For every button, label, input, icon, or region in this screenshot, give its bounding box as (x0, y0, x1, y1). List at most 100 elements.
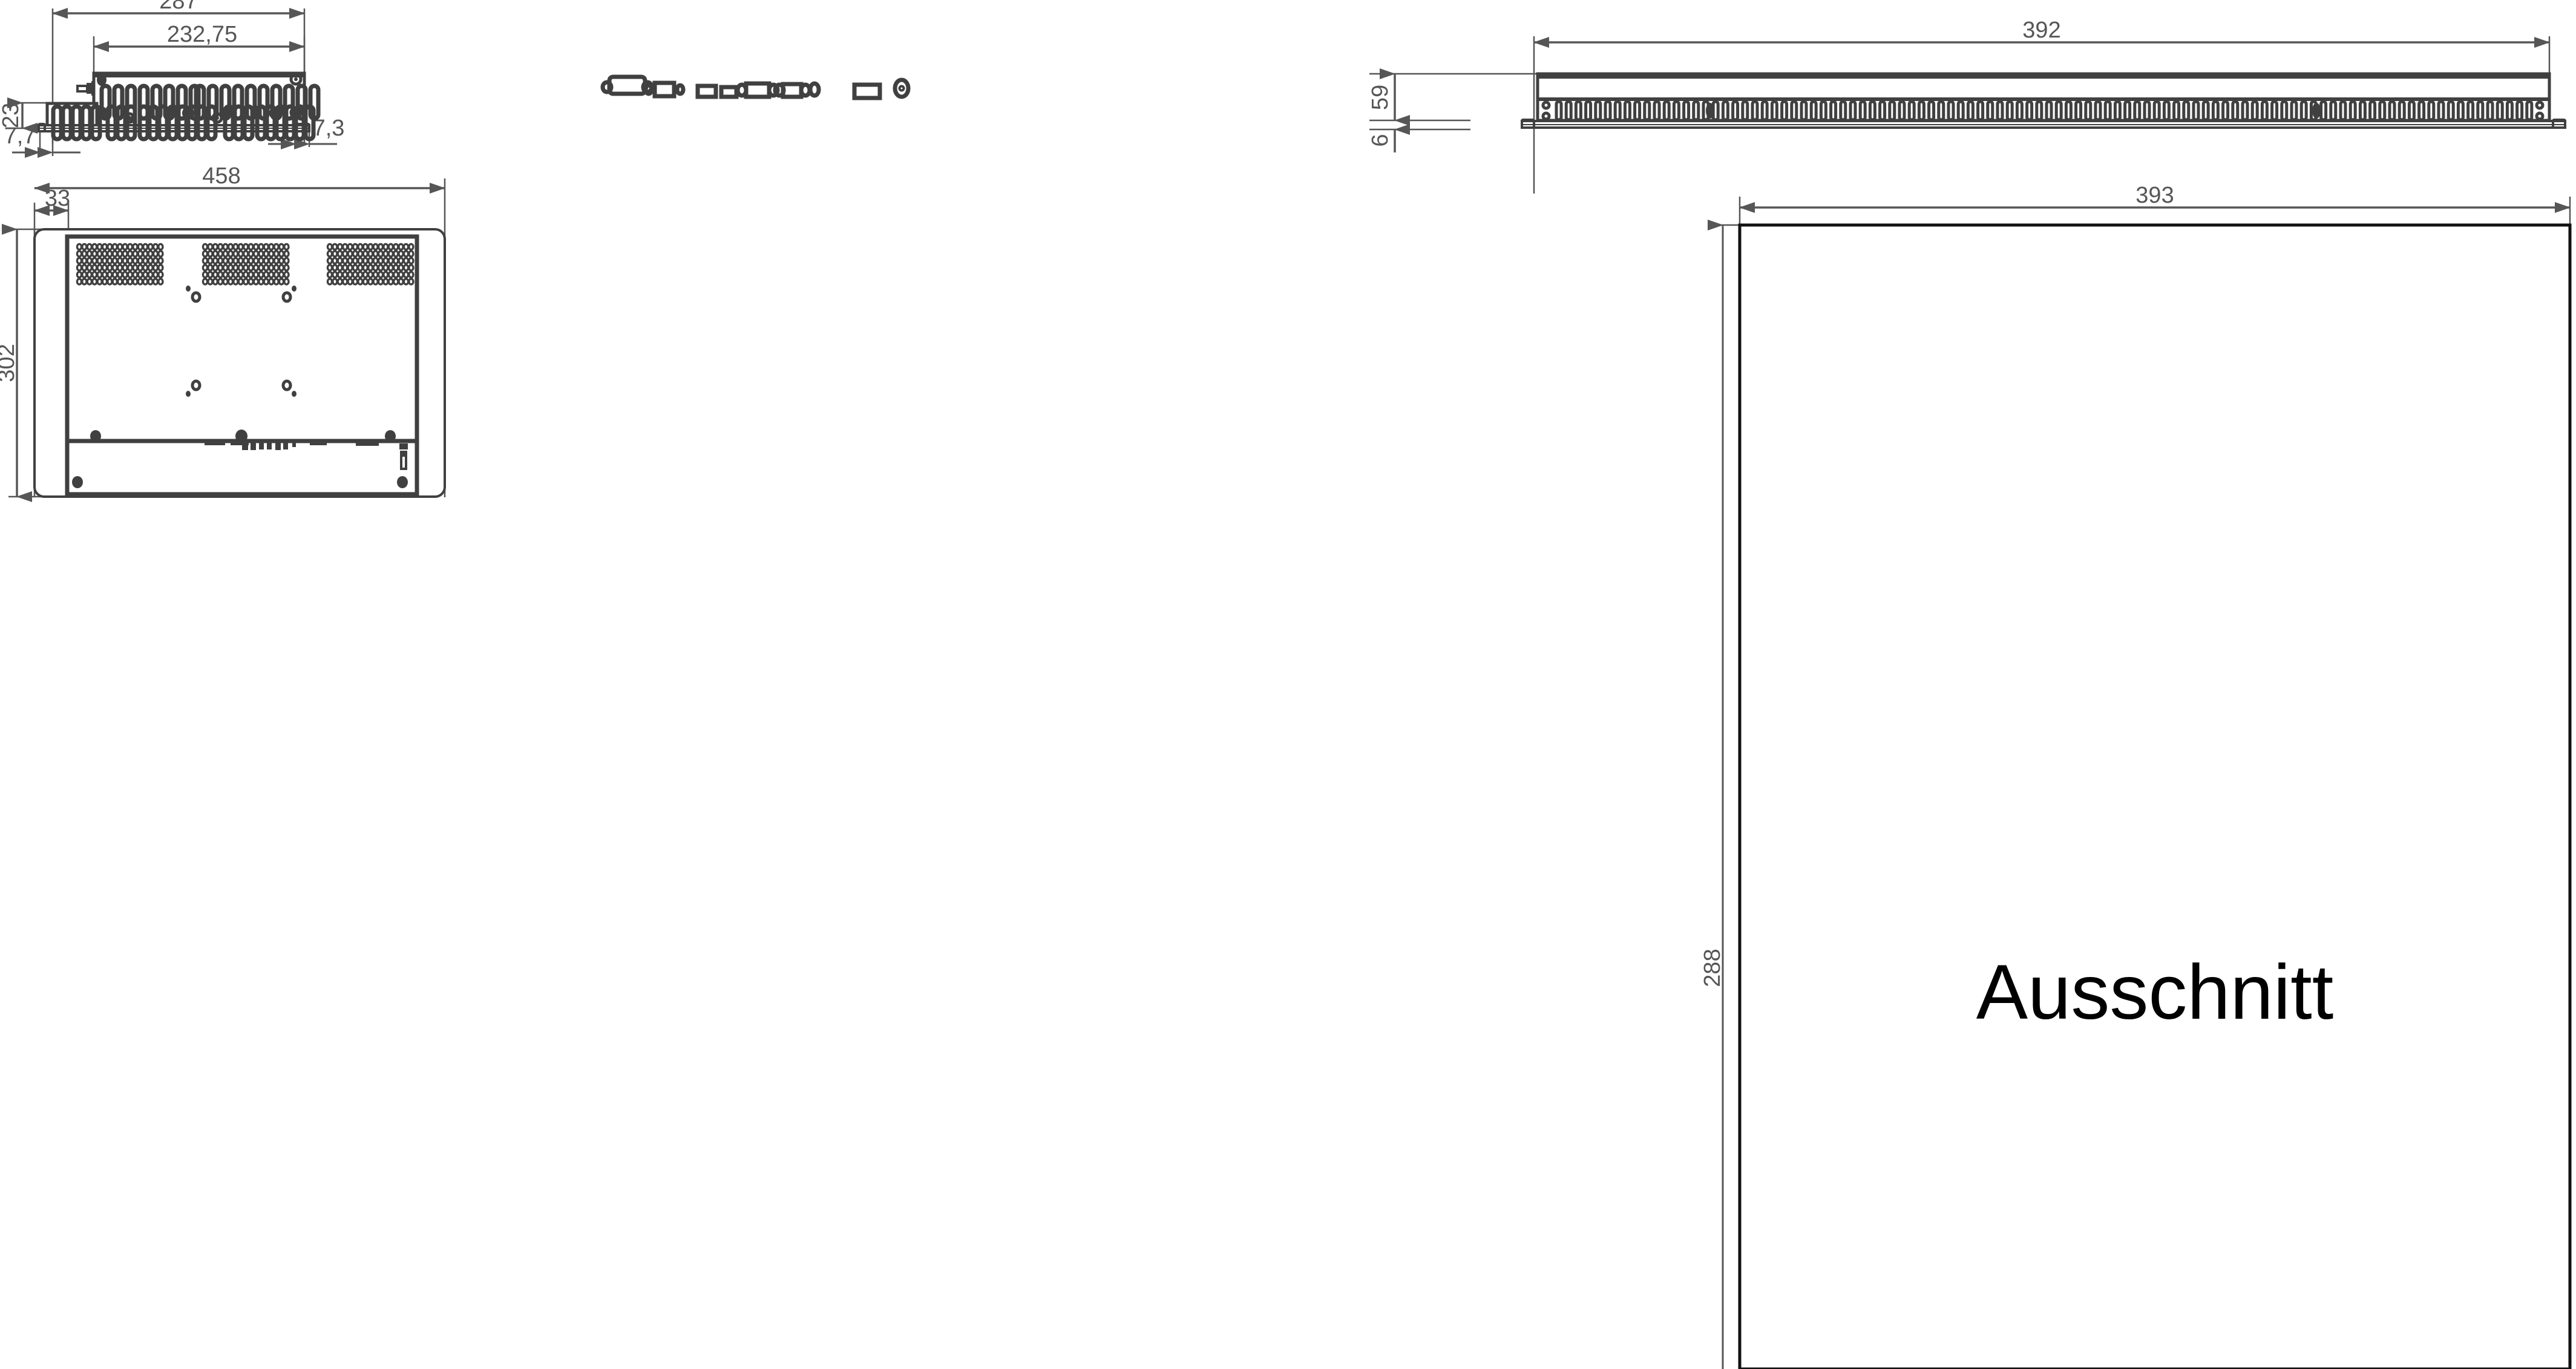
vent-slot (1731, 100, 1740, 122)
vent-slot (1721, 100, 1729, 122)
lan-port (852, 82, 882, 100)
dimension-23-label: 23 (0, 103, 24, 128)
vent-slot (2290, 100, 2298, 122)
vent-slot (1751, 100, 1759, 122)
vent-slot (1809, 100, 1818, 122)
dimension-6-label: 6 (1368, 134, 1393, 146)
vent-slot (2123, 100, 2132, 122)
vent-slot (1800, 100, 1808, 122)
vent-slot (1917, 100, 1925, 122)
vent-slot (1623, 100, 1631, 122)
vent-slot (2319, 100, 2328, 122)
vent-slot (1692, 100, 1700, 122)
dimension-302: 302 (0, 224, 32, 502)
vent-strip-stud (2312, 103, 2321, 119)
vent-slot (2025, 100, 2034, 122)
vent-slot (2427, 100, 2436, 122)
vent-slot (2133, 100, 2142, 122)
dimension-393: 393 (1739, 183, 2571, 213)
vent-slot (2152, 100, 2161, 122)
connector-view: 392 59 6 (600, 18, 2566, 194)
vent-slot (1898, 100, 1906, 122)
vent-slot (1868, 100, 1876, 122)
antenna-hole (893, 77, 911, 99)
vent-slot (1888, 100, 1896, 122)
vent-slot (2192, 100, 2200, 122)
vent-slot (2397, 100, 2406, 122)
dimension-7-3: 7,3 (268, 116, 345, 149)
vent-slot (2162, 100, 2171, 122)
audio-jack (808, 81, 821, 98)
side-view-power-connector (76, 81, 95, 96)
connector-view-screws (1541, 100, 2545, 121)
vent-slot (1947, 100, 1955, 122)
vent-slot (2103, 100, 2112, 122)
rear-view-studs (72, 430, 408, 488)
vent-slot (2525, 100, 2534, 122)
dimension-287: 287 (52, 0, 305, 19)
dvi-connector-1 (735, 81, 780, 99)
vent-slot (2368, 100, 2377, 122)
vent-slot (2339, 100, 2347, 122)
connector-view-housing (1521, 72, 2566, 129)
dimension-6: 6 (1368, 124, 1410, 152)
dimension-7-3-label: 7,3 (313, 116, 345, 141)
dimension-7-7: 7,7 (4, 123, 80, 158)
vent-slot (2515, 100, 2524, 122)
vent-panel-1 (76, 243, 164, 286)
dimension-393-label: 393 (2135, 183, 2174, 208)
vent-slot (1643, 100, 1651, 122)
vent-slot (2045, 100, 2053, 122)
vent-slot (2486, 100, 2494, 122)
vent-slot (1604, 100, 1612, 122)
vent-slot (2005, 100, 2014, 122)
rear-view-power-connector (399, 443, 408, 470)
vent-slot (2221, 100, 2230, 122)
vent-slot (2496, 100, 2504, 122)
side-view: 287 232,75 23 7,7 7,3 (0, 0, 345, 158)
vent-slot (2358, 100, 2367, 122)
vent-slot (2250, 100, 2259, 122)
vent-slot (2172, 100, 2181, 122)
vent-slot (1996, 100, 2004, 122)
side-view-fasteners (96, 73, 303, 124)
vent-slot (1653, 100, 1661, 122)
vent-slot (1966, 100, 1975, 122)
vent-slot (2329, 100, 2338, 122)
vent-slot (1760, 100, 1769, 122)
vent-slot (1986, 100, 1994, 122)
dimension-59-label: 59 (1368, 85, 1393, 110)
vent-slot (1741, 100, 1749, 122)
vent-slot (2064, 100, 2073, 122)
vent-slot (2348, 100, 2357, 122)
vent-slot (1574, 100, 1582, 122)
rear-view-connector-row (205, 441, 379, 450)
vent-slot (1594, 100, 1602, 122)
vent-slot (2280, 100, 2289, 122)
connector-view-vent-strip (1555, 100, 2534, 122)
vent-slot (2466, 100, 2475, 122)
vent-slot (1555, 100, 1563, 122)
vent-slot (1790, 100, 1798, 122)
vent-slot (1927, 100, 1936, 122)
vent-slot (2094, 100, 2102, 122)
dimension-7-7-label: 7,7 (4, 123, 36, 149)
vent-slot (1613, 100, 1622, 122)
power-connector (643, 80, 686, 99)
connector-panel (600, 74, 911, 100)
vent-slot (2201, 100, 2210, 122)
vent-slot (2299, 100, 2308, 122)
vent-slot (1976, 100, 1985, 122)
vent-slot (1907, 100, 1916, 122)
vent-slot (1780, 100, 1789, 122)
cutout-view: 393 288 Ausschnitt (1700, 183, 2572, 1369)
vent-slot (2241, 100, 2249, 122)
vent-slot (2054, 100, 2063, 122)
vent-slot (2456, 100, 2465, 122)
vent-slot (1956, 100, 1965, 122)
vent-slot (1819, 100, 1827, 122)
dimension-288-label: 288 (1700, 949, 1725, 987)
dimension-232-75: 232,75 (93, 22, 305, 52)
vent-slot (2182, 100, 2191, 122)
